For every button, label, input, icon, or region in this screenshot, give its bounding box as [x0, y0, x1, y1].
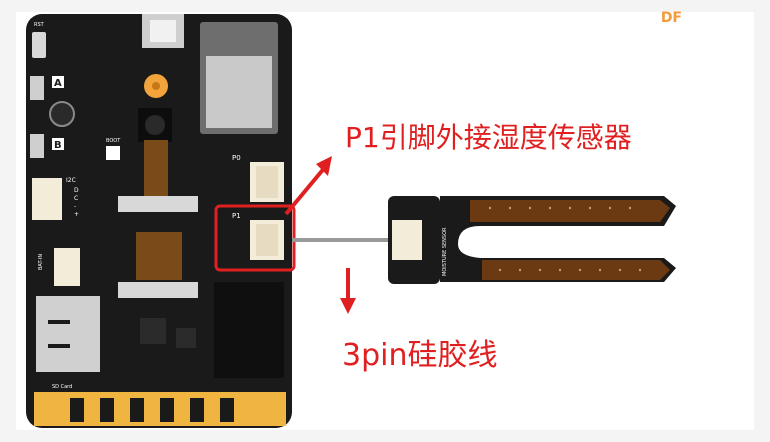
svg-text:I2C: I2C [66, 177, 76, 184]
watermark-logo: DF [660, 10, 682, 26]
controller-board: RST A B BOOT I2C D C - + BAT-IN [26, 14, 296, 428]
svg-text:SD Card: SD Card [52, 384, 72, 390]
svg-text:B: B [54, 140, 62, 151]
svg-text:C: C [74, 195, 78, 202]
rst-label: RST [34, 22, 45, 28]
arrow-to-cable-label [340, 268, 356, 314]
moisture-sensor: MOISTURE SENSOR [388, 196, 676, 284]
arrow-to-label [284, 156, 332, 216]
svg-text:P1: P1 [232, 212, 241, 220]
svg-text:BAT-IN: BAT-IN [38, 254, 44, 270]
svg-text:P0: P0 [232, 154, 241, 162]
sensor-text: MOISTURE SENSOR [442, 227, 448, 276]
battery-connector [54, 248, 80, 286]
ribbon-cable [144, 140, 168, 196]
reset-button [32, 32, 46, 58]
svg-text:A: A [54, 78, 62, 89]
svg-text:BOOT: BOOT [106, 138, 121, 144]
svg-text:D: D [74, 187, 79, 194]
button-b [30, 134, 44, 158]
sd-card-slot [36, 296, 100, 372]
svg-text:+: + [74, 211, 79, 218]
button-a [30, 76, 44, 100]
i2c-connector [32, 178, 62, 220]
p1-callout-label: P1引脚外接湿度传感器 [345, 121, 632, 154]
svg-text:-: - [74, 203, 76, 210]
cable-callout-label: 3pin硅胶线 [342, 338, 498, 373]
3pin-cable [292, 238, 392, 242]
